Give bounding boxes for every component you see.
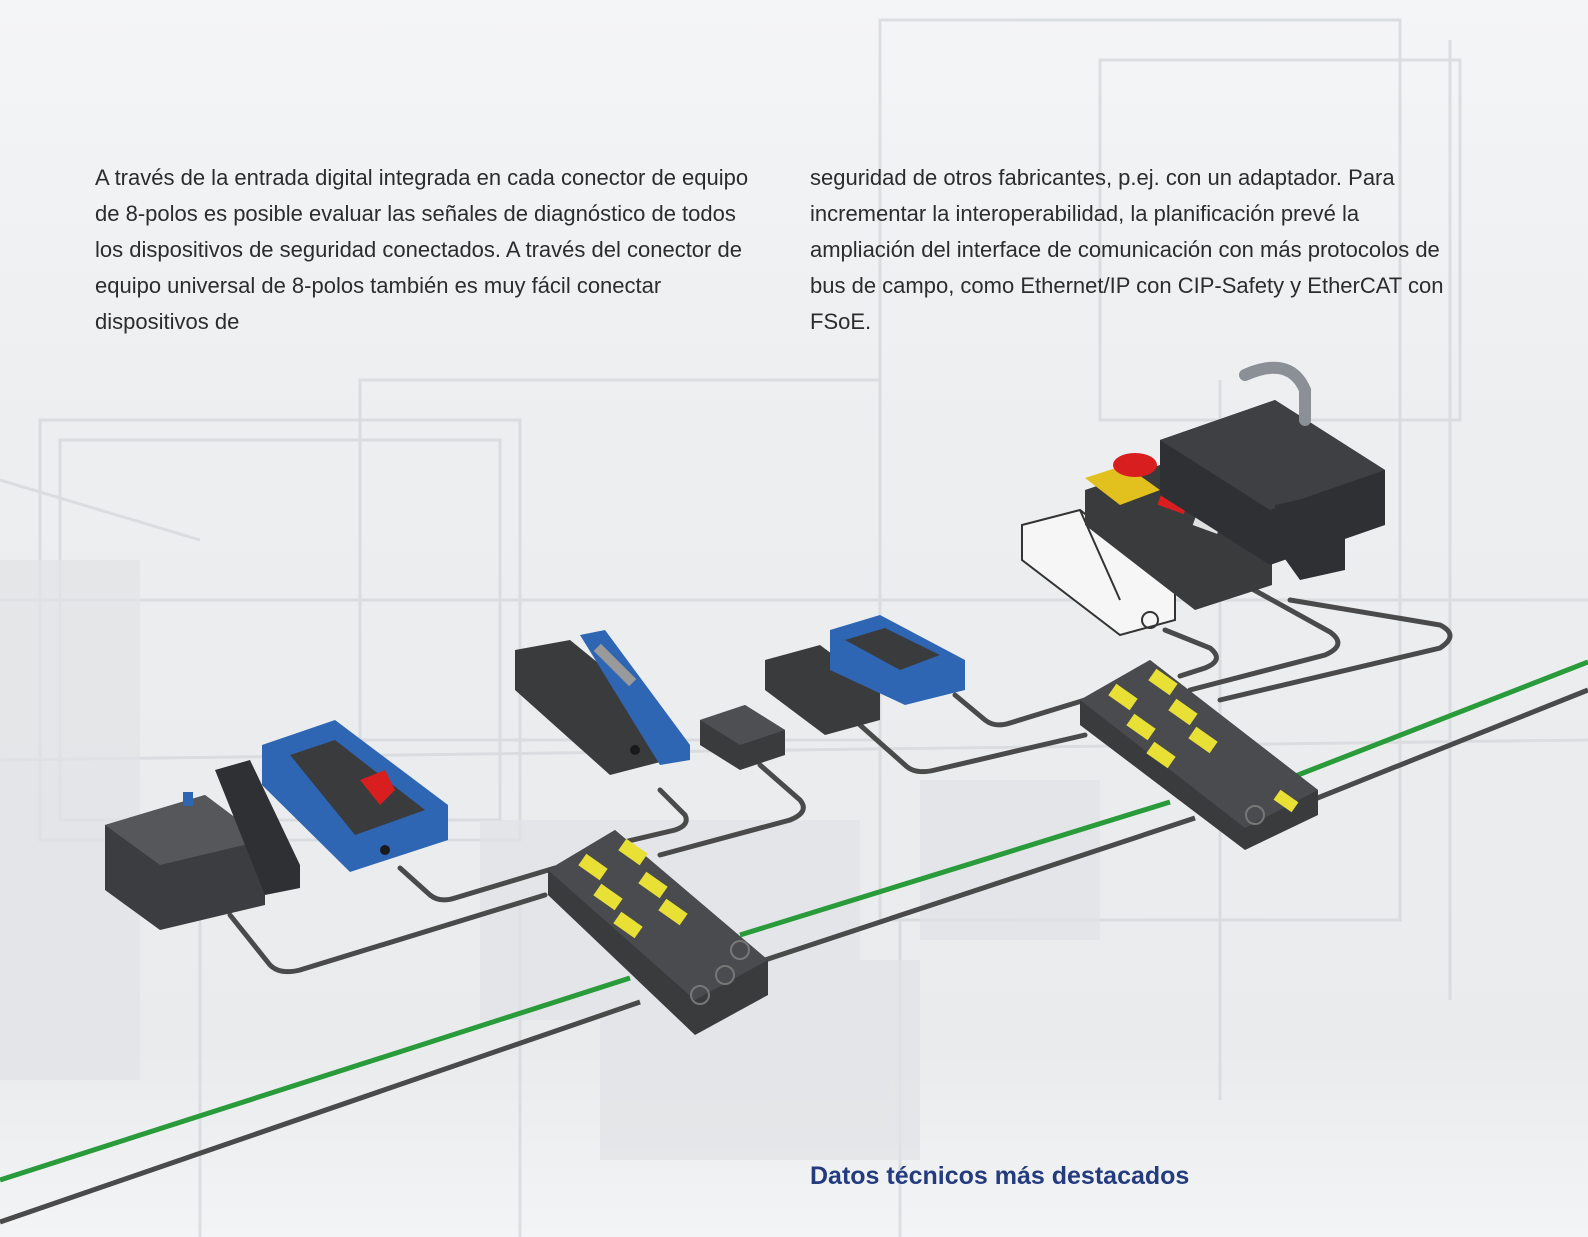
guard-lock-handle — [1160, 361, 1385, 580]
device-cables — [227, 582, 1453, 975]
fieldbus-lines — [0, 659, 1588, 1225]
io-module-left — [548, 830, 768, 1035]
safety-sensor-small — [700, 705, 785, 770]
body-paragraph-left: A través de la entrada digital integrada… — [95, 165, 749, 334]
safety-switch-dark — [105, 760, 300, 930]
safety-lock-compact — [765, 615, 965, 735]
section-heading: Datos técnicos más destacados — [810, 1162, 1190, 1190]
io-module-right — [1080, 660, 1318, 850]
body-paragraph-right: seguridad de otros fabricantes, p.ej. co… — [810, 165, 1444, 334]
safety-lock-blue — [262, 720, 448, 872]
safety-interlock-long — [515, 630, 690, 775]
product-illustration — [0, 361, 1588, 1225]
